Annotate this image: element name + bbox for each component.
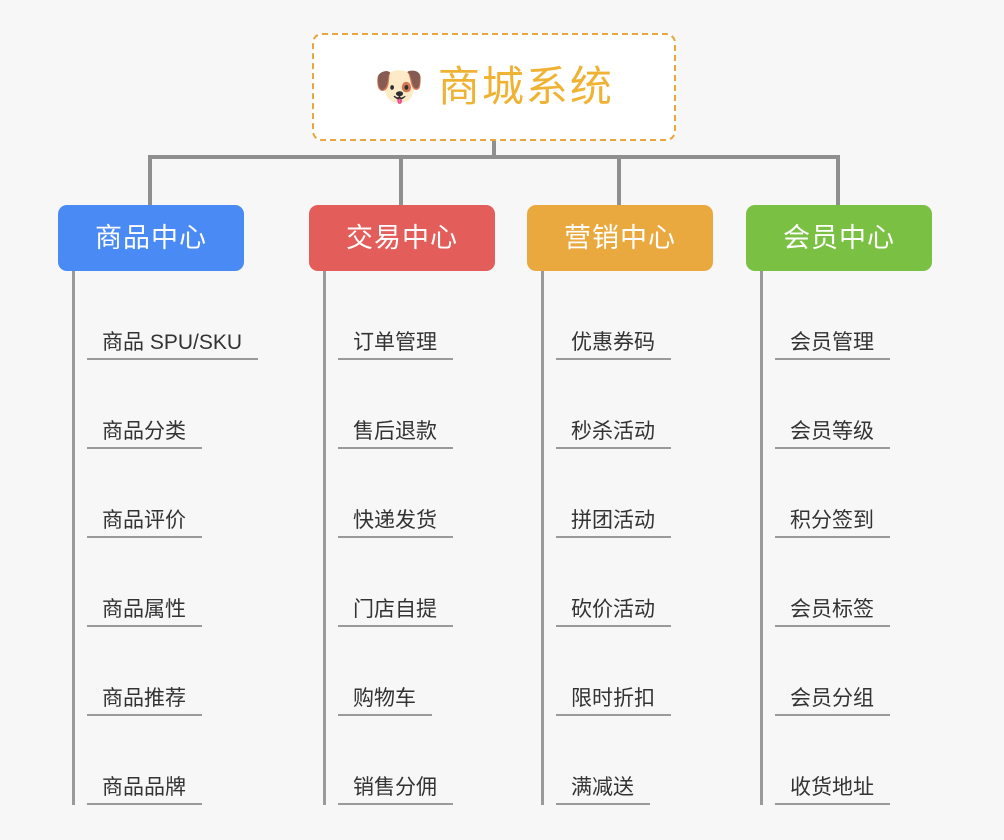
shiba-dog-face-icon: 🐶 (374, 65, 424, 109)
list-item-label: 商品属性 (87, 598, 202, 627)
leaf-list-marketing-center: 优惠券码 秒杀活动 拼团活动 砍价活动 限时折扣 满减送 (527, 271, 713, 805)
list-item-label: 会员等级 (775, 420, 890, 449)
list-item[interactable]: 商品属性 (72, 538, 202, 627)
category-header-member-center[interactable]: 会员中心 (746, 205, 932, 271)
list-item[interactable]: 商品推荐 (72, 627, 202, 716)
list-item-label: 积分签到 (775, 509, 890, 538)
list-item-label: 砍价活动 (556, 598, 671, 627)
category-label: 商品中心 (95, 222, 207, 253)
list-item-label: 快递发货 (338, 509, 453, 538)
list-item[interactable]: 购物车 (323, 627, 432, 716)
list-item-label: 订单管理 (338, 331, 453, 360)
list-item[interactable]: 优惠券码 (541, 271, 671, 360)
leaf-trunk-line (760, 271, 763, 805)
list-item[interactable]: 会员分组 (760, 627, 890, 716)
list-item-label: 销售分佣 (338, 776, 453, 805)
list-item[interactable]: 收货地址 (760, 716, 890, 805)
list-item-label: 商品评价 (87, 509, 202, 538)
category-label: 交易中心 (346, 222, 458, 253)
list-item[interactable]: 满减送 (541, 716, 650, 805)
column-member-center: 会员中心 会员管理 会员等级 积分签到 会员标签 会员分组 收货地址 (746, 205, 932, 805)
list-item-label: 商品推荐 (87, 687, 202, 716)
connector-drop-product-center (148, 155, 152, 207)
list-item[interactable]: 商品品牌 (72, 716, 202, 805)
list-item-label: 优惠券码 (556, 331, 671, 360)
connector-root-stem (492, 141, 496, 159)
list-item-label: 限时折扣 (556, 687, 671, 716)
list-item-label: 会员标签 (775, 598, 890, 627)
connector-drop-trade-center (399, 155, 403, 207)
list-item-label: 满减送 (556, 776, 650, 805)
column-marketing-center: 营销中心 优惠券码 秒杀活动 拼团活动 砍价活动 限时折扣 满减送 (527, 205, 713, 805)
root-title: 商城系统 (437, 63, 614, 110)
list-item[interactable]: 门店自提 (323, 538, 453, 627)
connector-drop-marketing-center (617, 155, 621, 207)
list-item-label: 商品 SPU/SKU (87, 331, 259, 360)
list-item[interactable]: 快递发货 (323, 449, 453, 538)
list-item[interactable]: 会员管理 (760, 271, 890, 360)
leaf-list-member-center: 会员管理 会员等级 积分签到 会员标签 会员分组 收货地址 (746, 271, 932, 805)
category-header-trade-center[interactable]: 交易中心 (309, 205, 495, 271)
list-item[interactable]: 会员标签 (760, 538, 890, 627)
leaf-list-product-center: 商品 SPU/SKU 商品分类 商品评价 商品属性 商品推荐 商品品牌 (58, 271, 259, 805)
list-item-label: 商品品牌 (87, 776, 202, 805)
root-node[interactable]: 🐶 商城系统 (312, 33, 676, 141)
connector-drop-member-center (836, 155, 840, 207)
category-header-marketing-center[interactable]: 营销中心 (527, 205, 713, 271)
list-item[interactable]: 售后退款 (323, 360, 453, 449)
leaf-trunk-line (541, 271, 544, 805)
list-item[interactable]: 秒杀活动 (541, 360, 671, 449)
leaf-list-trade-center: 订单管理 售后退款 快递发货 门店自提 购物车 销售分佣 (309, 271, 495, 805)
list-item[interactable]: 商品 SPU/SKU (72, 271, 259, 360)
leaf-trunk-line (323, 271, 326, 805)
list-item-label: 秒杀活动 (556, 420, 671, 449)
category-label: 会员中心 (783, 222, 895, 253)
list-item[interactable]: 拼团活动 (541, 449, 671, 538)
list-item[interactable]: 销售分佣 (323, 716, 453, 805)
list-item-label: 门店自提 (338, 598, 453, 627)
list-item[interactable]: 订单管理 (323, 271, 453, 360)
connector-horizontal-bar (148, 155, 840, 159)
column-product-center: 商品中心 商品 SPU/SKU 商品分类 商品评价 商品属性 商品推荐 商品品牌 (58, 205, 259, 805)
column-trade-center: 交易中心 订单管理 售后退款 快递发货 门店自提 购物车 销售分佣 (309, 205, 495, 805)
list-item[interactable]: 会员等级 (760, 360, 890, 449)
list-item[interactable]: 积分签到 (760, 449, 890, 538)
list-item[interactable]: 砍价活动 (541, 538, 671, 627)
list-item[interactable]: 商品分类 (72, 360, 202, 449)
list-item-label: 会员分组 (775, 687, 890, 716)
list-item-label: 拼团活动 (556, 509, 671, 538)
category-header-product-center[interactable]: 商品中心 (58, 205, 244, 271)
leaf-trunk-line (72, 271, 75, 805)
list-item-label: 商品分类 (87, 420, 202, 449)
list-item-label: 收货地址 (775, 776, 890, 805)
list-item[interactable]: 限时折扣 (541, 627, 671, 716)
list-item-label: 会员管理 (775, 331, 890, 360)
category-label: 营销中心 (564, 222, 676, 253)
list-item[interactable]: 商品评价 (72, 449, 202, 538)
list-item-label: 购物车 (338, 687, 432, 716)
list-item-label: 售后退款 (338, 420, 453, 449)
